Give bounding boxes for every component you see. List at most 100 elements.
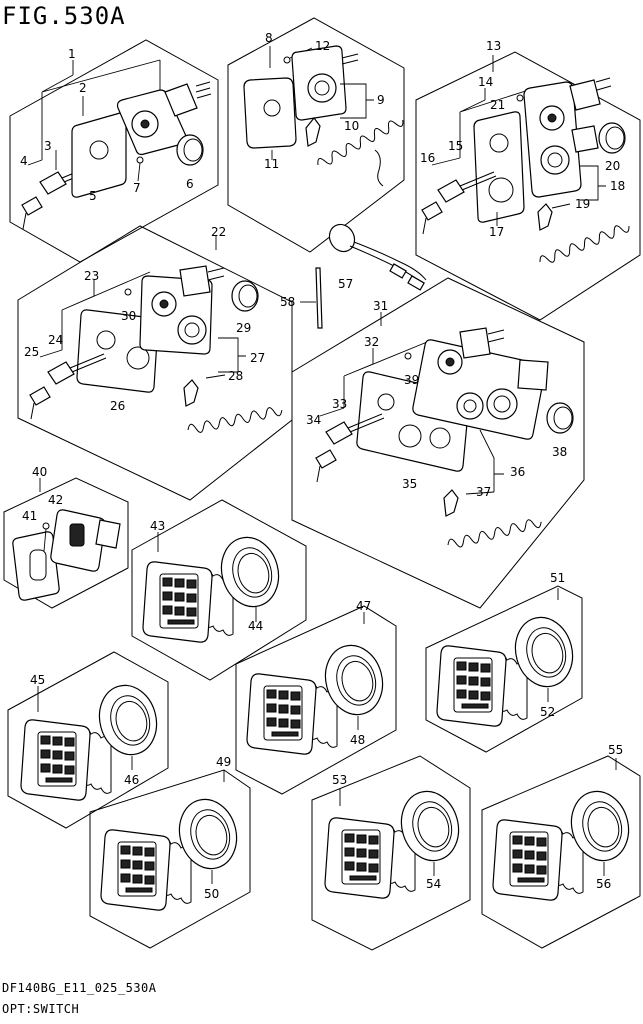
assembly-55-frame [481, 755, 641, 949]
dual-switch-body-13 [523, 81, 582, 198]
assembly-47-frame [235, 605, 397, 795]
callout-28: 28 [228, 369, 243, 383]
bezel-ring-50-icon [171, 792, 245, 876]
key-fob-icon [315, 449, 337, 483]
callout-36: 36 [510, 465, 525, 479]
callout-46: 46 [124, 773, 139, 787]
callout-32: 32 [364, 335, 379, 349]
assembly-1-frame [9, 39, 219, 263]
bezel-ring-56-icon [563, 784, 637, 868]
assembly-51-frame [425, 585, 583, 753]
key-fob-icon [29, 386, 51, 420]
callout-22: 22 [211, 225, 226, 239]
callout-29: 29 [236, 321, 251, 335]
callout-44: 44 [248, 619, 263, 633]
callout-54: 54 [426, 877, 441, 891]
callout-15: 15 [448, 139, 463, 153]
cap-20-icon [598, 122, 626, 154]
callout-42: 42 [48, 493, 63, 507]
callout-21: 21 [490, 98, 505, 112]
callout-41: 41 [22, 509, 37, 523]
screw-21 [516, 94, 524, 102]
callout-9: 9 [377, 93, 385, 107]
cable-tie-58 [300, 267, 323, 329]
callout-55: 55 [608, 743, 623, 757]
callout-3: 3 [44, 139, 52, 153]
callout-26: 26 [110, 399, 125, 413]
wiring-harness-57 [328, 223, 427, 291]
callout-16: 16 [420, 151, 435, 165]
bezel-ring-48-icon [317, 638, 391, 722]
assembly-53-frame [311, 755, 471, 951]
bezel-ring-44-icon [213, 530, 287, 614]
cap-38-icon [546, 402, 574, 434]
callout-17: 17 [489, 225, 504, 239]
callout-33: 33 [332, 397, 347, 411]
callout-20: 20 [605, 159, 620, 173]
key-fob-icon [421, 201, 443, 235]
rocker-bezel-41 [12, 531, 60, 601]
callout-14: 14 [478, 75, 493, 89]
callout-38: 38 [552, 445, 567, 459]
callout-40: 40 [32, 465, 47, 479]
callout-25: 25 [24, 345, 39, 359]
trim-switch-51 [436, 645, 528, 727]
callout-43: 43 [150, 519, 165, 533]
callout-4: 4 [20, 154, 28, 168]
assembly-45-frame [7, 651, 169, 829]
callout-31: 31 [373, 299, 388, 313]
callout-56: 56 [596, 877, 611, 891]
callout-48: 48 [350, 733, 365, 747]
callout-12: 12 [315, 39, 330, 53]
callout-7: 7 [133, 181, 141, 195]
cap-29-icon [231, 280, 259, 312]
callout-53: 53 [332, 773, 347, 787]
callout-19: 19 [575, 197, 590, 211]
assembly-8-frame [227, 17, 405, 253]
callout-45: 45 [30, 673, 45, 687]
screw-7 [136, 156, 144, 164]
callout-6: 6 [186, 177, 194, 191]
callout-37: 37 [476, 485, 491, 499]
switch-panel-5 [71, 112, 127, 198]
callout-13: 13 [486, 39, 501, 53]
callout-11: 11 [264, 157, 279, 171]
assembly-40-frame [3, 477, 129, 609]
callout-39: 39 [404, 373, 419, 387]
callout-2: 2 [79, 81, 87, 95]
screw-39 [404, 352, 412, 360]
lanyard-coil-icon [446, 516, 543, 551]
bezel-ring-46-icon [91, 678, 165, 762]
callout-47: 47 [356, 599, 371, 613]
figure-title: FIG.530A [2, 2, 126, 30]
screw-12 [283, 56, 291, 64]
lanyard-coil-icon [315, 115, 406, 170]
trim-switch-47 [246, 673, 338, 755]
callout-50: 50 [204, 887, 219, 901]
callout-23: 23 [84, 269, 99, 283]
assembly-31-frame [291, 277, 585, 609]
callout-35: 35 [402, 477, 417, 491]
callout-1: 1 [68, 47, 76, 61]
assembly-43-frame [131, 499, 307, 681]
callout-5: 5 [89, 189, 97, 203]
callout-51: 51 [550, 571, 565, 585]
switch-panel-11 [243, 77, 297, 149]
callout-27: 27 [250, 351, 265, 365]
callout-49: 49 [216, 755, 231, 769]
trim-switch-49 [100, 829, 192, 911]
switch-panel-17 [473, 111, 525, 223]
trim-switch-55 [492, 819, 584, 901]
lanyard-coil-icon [537, 220, 632, 268]
callout-10: 10 [344, 119, 359, 133]
screw-30 [124, 288, 132, 296]
callout-labels: 1 2 3 4 5 6 7 8 9 10 11 12 13 14 15 16 1… [20, 31, 625, 901]
callout-52: 52 [540, 705, 555, 719]
bezel-ring-54-icon [393, 784, 467, 868]
lanyard-clip-10 [305, 117, 321, 147]
callout-57: 57 [338, 277, 353, 291]
callout-8: 8 [265, 31, 273, 45]
drawing-code: DF140BG_E11_025_530A [2, 981, 157, 995]
bezel-ring-52-icon [507, 610, 581, 694]
